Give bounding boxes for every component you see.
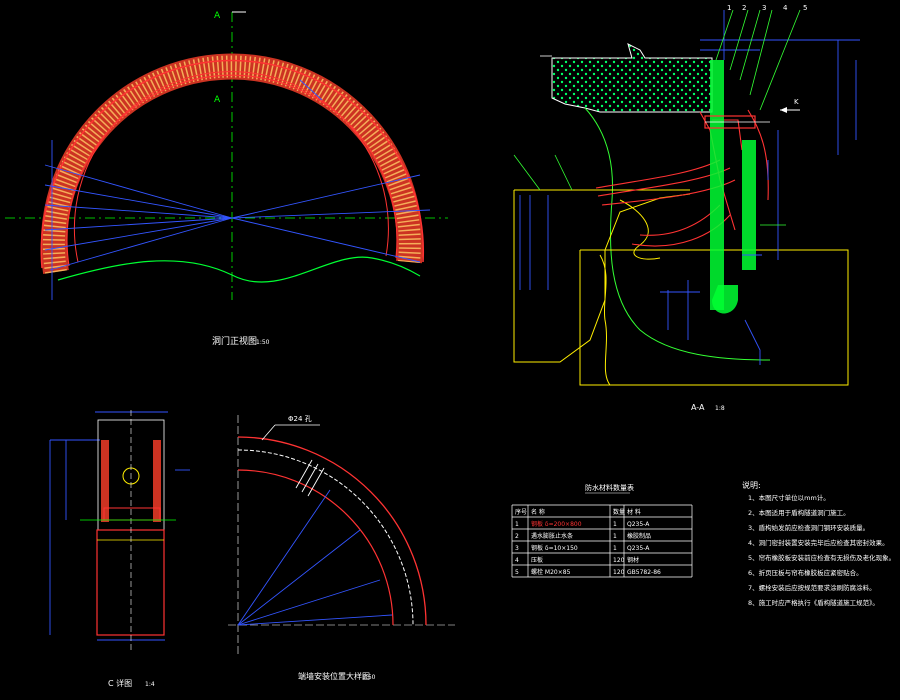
- front-view-title: 洞门正视图: [212, 335, 257, 347]
- table-cell-qty: 1: [613, 521, 617, 528]
- note-line: 4、洞门密封装置安装完毕后应检查其密封效果。: [748, 538, 889, 547]
- ring-title: 端墙安装位置大样图: [298, 671, 370, 681]
- detail-base: [96, 529, 165, 636]
- ring-scale: 1:50: [362, 674, 376, 681]
- table-cell-name: 钢板 δ=200×800: [531, 520, 582, 528]
- table-cell-material: GB5782-86: [627, 569, 661, 576]
- concrete-wall-hatch: [551, 43, 713, 113]
- table-cell-name: 钢板 δ=10×150: [531, 544, 578, 552]
- soil-boundary-line: [584, 107, 771, 361]
- table-header-cell: 名 称: [531, 508, 545, 516]
- table-cell-name: 螺栓 M20×85: [531, 568, 571, 576]
- section-dimension-lines: [519, 10, 860, 365]
- section-mark-a-top: A: [214, 11, 221, 21]
- table-header-cell: 序号: [515, 508, 527, 516]
- note-line: 8、施工时应严格执行《盾构隧道施工规范》。: [748, 598, 879, 607]
- segment-outline: [513, 189, 849, 386]
- steel-plate: [710, 60, 724, 310]
- callout-1: 1: [727, 4, 731, 12]
- front-view-dimension-lines: [44, 79, 431, 300]
- section-mark-a-bottom: A: [214, 95, 221, 105]
- callout-2: 2: [742, 4, 746, 12]
- table-cell-name: 遇水膨胀止水条: [531, 532, 573, 540]
- note-line: 6、折页压板与帘布橡胶板应紧密贴合。: [748, 568, 863, 577]
- detail-c-view: C 详图 1:4: [49, 410, 190, 688]
- table-cell-qty: 1: [613, 533, 617, 540]
- section-scale: 1:8: [715, 405, 725, 412]
- table-cell-qty: 120: [613, 557, 625, 564]
- table-cell-material: 钢材: [627, 556, 639, 564]
- table-cell-material: Q235-A: [627, 521, 650, 528]
- table-cell-no: 3: [515, 545, 519, 552]
- ring-inner-arc: [237, 469, 394, 626]
- flap-plate: [742, 140, 756, 270]
- table-cell-qty: 1: [613, 545, 617, 552]
- plate-right: [153, 440, 161, 522]
- note-line: 3、盾构始发前应检查洞门钢环安装质量。: [748, 523, 869, 532]
- plate-left: [101, 440, 109, 522]
- table-cell-no: 2: [515, 533, 519, 540]
- note-line: 1、本图尺寸单位以mm计。: [748, 493, 830, 502]
- detail-c-title: C 详图: [108, 678, 132, 688]
- table-cell-material: Q235-A: [627, 545, 650, 552]
- notes-heading: 说明:: [742, 480, 761, 490]
- table-cell-name: 压板: [531, 556, 543, 564]
- callout-3: 3: [762, 4, 766, 12]
- ring-note: Φ24 孔: [288, 415, 312, 423]
- table-cell-no: 4: [515, 557, 519, 564]
- note-line: 5、帘布橡胶板安装前应检查有无损伤及老化现象。: [748, 553, 895, 562]
- callout-4: 4: [783, 4, 788, 12]
- ring-detail-view: Φ24 孔 端墙安装位置大样图 1:50: [228, 415, 455, 681]
- ground-line: [57, 256, 421, 283]
- callout-5: 5: [803, 4, 807, 12]
- table-cell-material: 橡胶制品: [627, 532, 651, 540]
- note-line: 7、螺栓安装后应按规范要求涂刷防腐涂料。: [748, 583, 876, 592]
- ring-outer-arc: [237, 436, 427, 626]
- notes-block: 说明: 1、本图尺寸单位以mm计。 2、本图适用于盾构隧道洞门施工。 3、盾构始发前…: [742, 480, 895, 607]
- table-header-cell: 数量: [613, 508, 625, 516]
- note-line: 2、本图适用于盾构隧道洞门施工。: [748, 508, 850, 517]
- front-view-scale: 1:50: [256, 339, 270, 346]
- detail-c-scale: 1:4: [145, 681, 155, 688]
- table-title: 防水材料数量表: [585, 483, 634, 492]
- section-title: A-A: [691, 403, 705, 412]
- table-cell-qty: 120: [613, 569, 625, 576]
- table-cell-no: 5: [515, 569, 519, 576]
- section-a-a-view: 1 2 3 4 5 K A-A 1:8: [513, 4, 860, 412]
- table-cell-no: 1: [515, 521, 519, 528]
- table-header-cell: 材 料: [627, 508, 641, 516]
- front-view: A A 洞门正视图 1:50: [5, 11, 448, 347]
- section-mark-k: K: [794, 98, 799, 106]
